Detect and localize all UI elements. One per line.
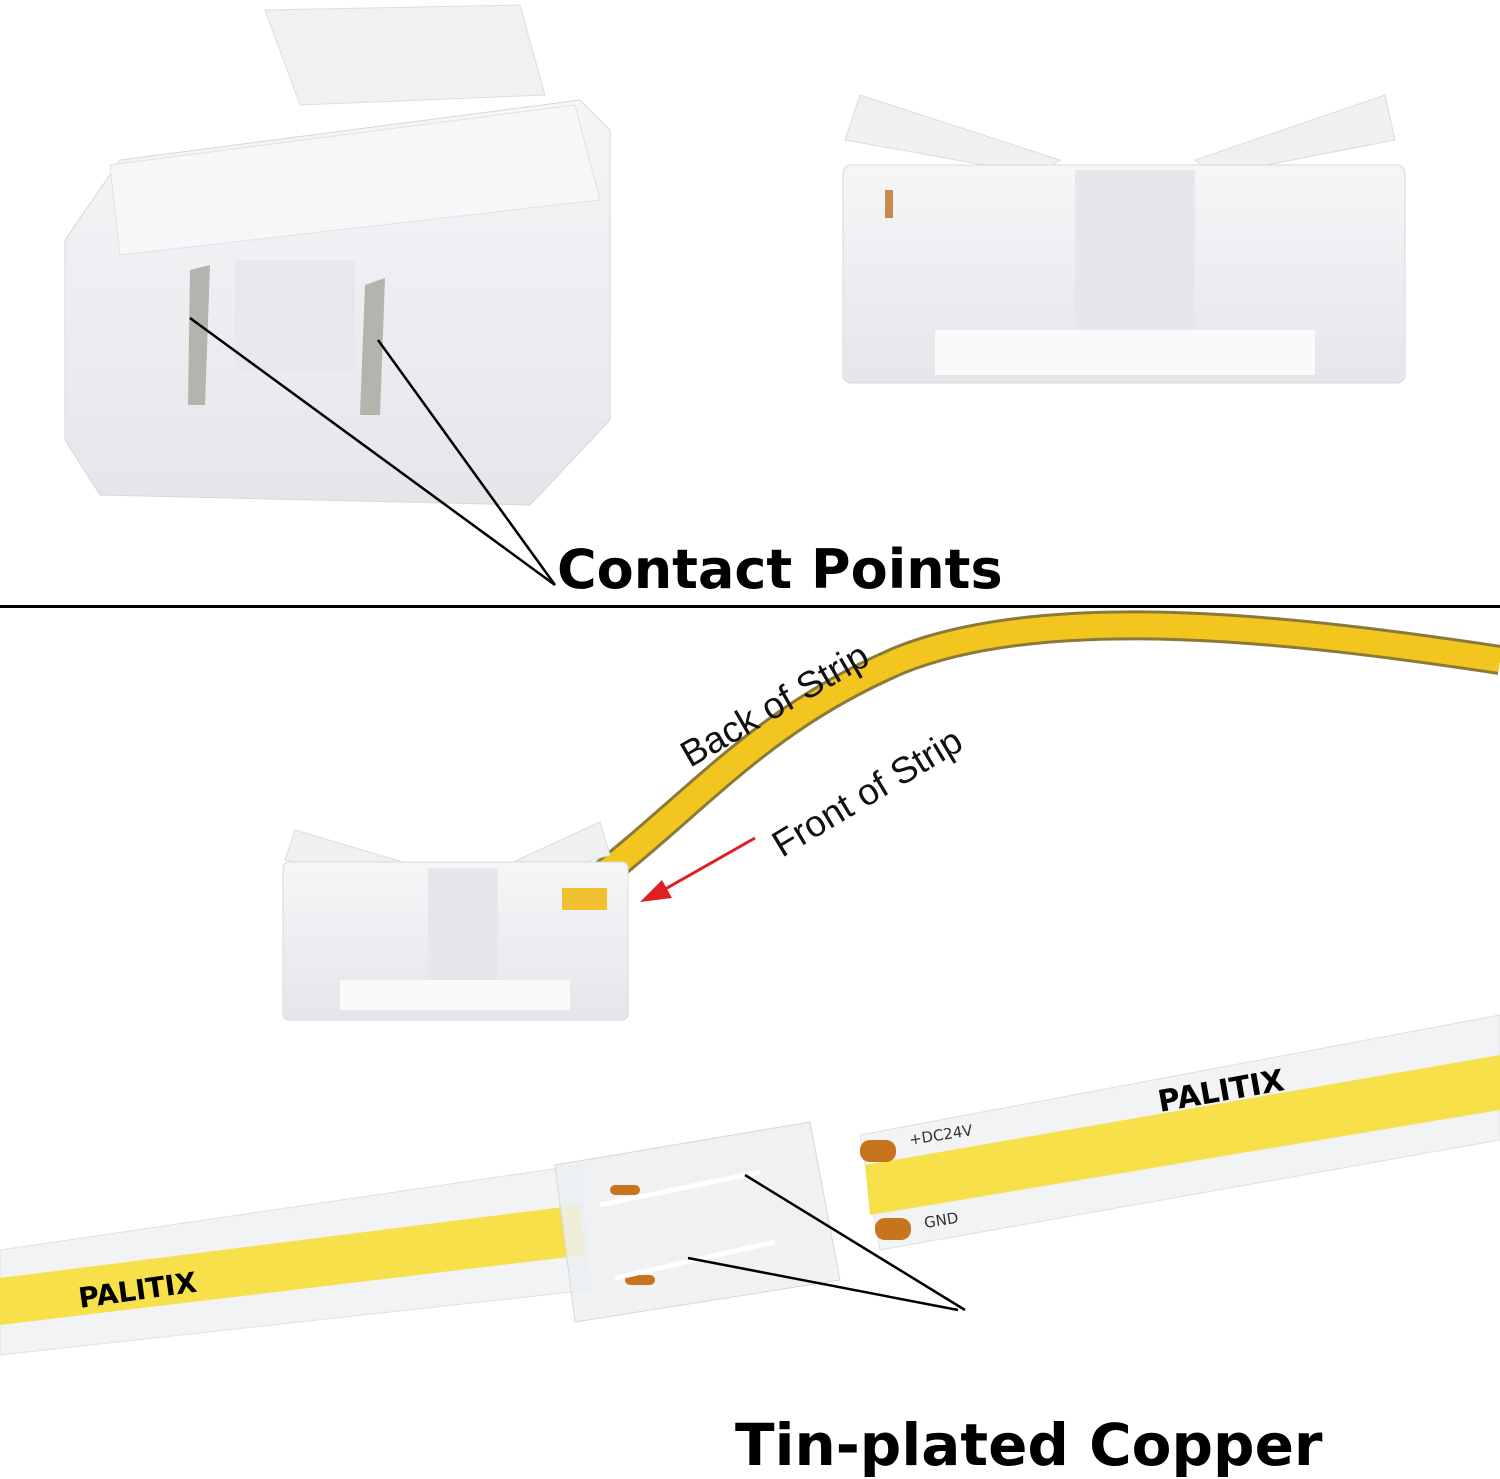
front-of-strip-arrow — [640, 836, 756, 902]
tin-plated-copper-callout-lines — [687, 1173, 966, 1312]
contact-points-label: Contact Points — [557, 538, 1003, 601]
contact-pin-right — [360, 278, 385, 415]
back-of-strip-label: Back of Strip — [674, 635, 876, 775]
led-strip-curved — [582, 613, 1500, 895]
connector-with-strip — [282, 821, 629, 1021]
copper-pad-ground — [875, 1218, 911, 1240]
connector-angled-view — [64, 4, 611, 506]
front-of-strip-label: Front of Strip — [765, 720, 969, 865]
tin-plated-copper-label: Tin-plated Copper — [735, 1411, 1323, 1479]
connector-front-view — [842, 94, 1406, 384]
ground-marking: GND — [923, 1209, 960, 1232]
connector-joining-strip — [554, 1121, 841, 1323]
contact-points-callout-lines — [189, 316, 557, 587]
contact-pin-left — [188, 265, 210, 405]
copper-pad-positive — [860, 1140, 896, 1162]
section-divider — [0, 605, 1500, 608]
led-strip-left: PALITIX — [0, 1164, 591, 1356]
led-strip-right: +DC24V GND PALITIX — [859, 1014, 1500, 1251]
